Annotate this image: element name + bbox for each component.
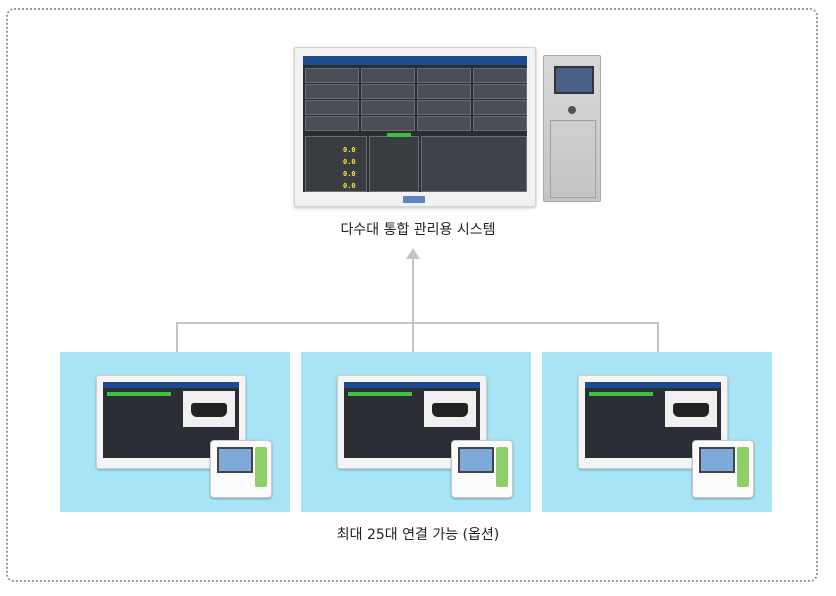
device-screen <box>458 447 494 473</box>
field-unit-title-bar <box>585 382 721 388</box>
connector-line <box>657 322 659 352</box>
monitor-grid-cell <box>361 84 415 99</box>
field-unit-status-bar <box>107 392 171 396</box>
monitor-grid-cell <box>417 116 471 131</box>
rack-button-icon <box>568 106 576 114</box>
field-unit-status-bar <box>589 392 653 396</box>
ship-icon <box>191 403 227 417</box>
monitor-readout: 0.0 <box>343 158 356 166</box>
monitor-grid-cell <box>417 68 471 83</box>
device-screen <box>699 447 735 473</box>
field-unit-status-bar <box>348 392 412 396</box>
monitor-grid-cell <box>473 100 527 115</box>
server-rack-icon <box>543 55 601 202</box>
monitor-grid-cell <box>305 84 359 99</box>
rack-door <box>550 120 596 198</box>
monitor-grid-cell <box>361 116 415 131</box>
monitor-grid-cell <box>473 84 527 99</box>
monitor-grid-cell <box>361 68 415 83</box>
dotted-frame <box>6 8 818 582</box>
handheld-device-icon <box>692 440 754 498</box>
monitor-grid-cell <box>305 68 359 83</box>
connector-line <box>176 322 659 324</box>
monitor-grid-cell <box>473 68 527 83</box>
top-label: 다수대 통합 관리용 시스템 <box>340 222 496 238</box>
device-screen <box>217 447 253 473</box>
central-monitor-screen: 0.0 0.0 0.0 0.0 <box>303 56 527 192</box>
monitor-status-bar <box>387 133 411 137</box>
connector-line <box>412 256 414 352</box>
monitor-readout: 0.0 <box>343 146 356 154</box>
ship-icon <box>432 403 468 417</box>
device-side-panel <box>255 447 267 487</box>
monitor-grid-cell <box>305 116 359 131</box>
monitor-readout: 0.0 <box>343 182 356 190</box>
handheld-device-icon <box>210 440 272 498</box>
monitor-log-panel <box>421 136 527 192</box>
monitor-grid-cell <box>473 116 527 131</box>
monitor-grid-cell <box>417 100 471 115</box>
arrow-up-icon <box>406 248 420 259</box>
rack-screen <box>554 66 594 94</box>
field-unit-title-bar <box>103 382 239 388</box>
vessel-image <box>183 391 235 427</box>
monitor-grid-cell <box>305 100 359 115</box>
bottom-label: 최대 25대 연결 가능 (옵션) <box>336 527 500 543</box>
connector-line <box>176 322 178 352</box>
central-monitor-icon: 0.0 0.0 0.0 0.0 <box>294 47 536 207</box>
field-unit-icon <box>578 375 728 469</box>
vessel-image <box>424 391 476 427</box>
monitor-logo-icon <box>403 196 425 203</box>
device-side-panel <box>496 447 508 487</box>
field-unit-title-bar <box>344 382 480 388</box>
monitor-panel <box>369 136 419 192</box>
monitor-grid-cell <box>417 84 471 99</box>
monitor-readout: 0.0 <box>343 170 356 178</box>
ship-icon <box>673 403 709 417</box>
monitor-grid-cell <box>361 100 415 115</box>
device-side-panel <box>737 447 749 487</box>
vessel-image <box>665 391 717 427</box>
handheld-device-icon <box>451 440 513 498</box>
monitor-title-bar <box>303 56 527 65</box>
monitor-panel <box>305 136 367 192</box>
